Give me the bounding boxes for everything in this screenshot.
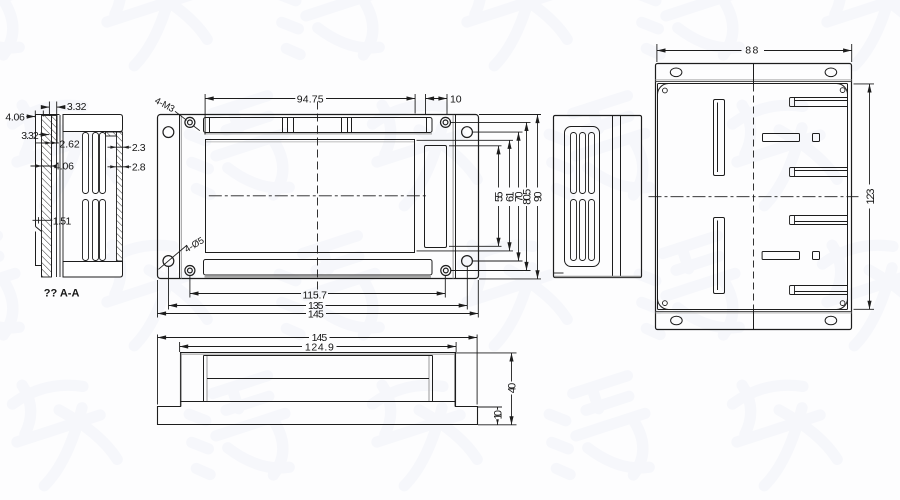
svg-text:94.75: 94.75 (297, 94, 324, 106)
svg-text:4.06: 4.06 (5, 111, 25, 123)
svg-text:70: 70 (514, 191, 526, 202)
svg-text:40: 40 (507, 383, 519, 394)
svg-text:145: 145 (312, 332, 328, 344)
svg-text:3.32: 3.32 (67, 101, 87, 113)
svg-text:4.06: 4.06 (54, 161, 74, 173)
svg-text:?? A-A: ?? A-A (44, 288, 80, 300)
svg-text:135: 135 (308, 300, 324, 312)
svg-text:90: 90 (533, 191, 545, 202)
svg-text:2.62: 2.62 (59, 139, 79, 151)
svg-text:2.3: 2.3 (132, 142, 146, 154)
svg-text:61: 61 (505, 191, 517, 202)
svg-text:115.7: 115.7 (303, 289, 328, 301)
svg-text:124.9: 124.9 (305, 342, 334, 354)
svg-text:55: 55 (494, 191, 506, 202)
svg-text:2.8: 2.8 (132, 161, 146, 173)
svg-text:10: 10 (450, 93, 462, 105)
svg-text:145: 145 (308, 308, 324, 320)
svg-text:1.51: 1.51 (53, 216, 72, 228)
svg-text:88: 88 (745, 45, 758, 57)
svg-text:10: 10 (493, 410, 505, 420)
svg-text:123: 123 (865, 189, 877, 205)
svg-text:3.32: 3.32 (21, 130, 39, 142)
svg-text:80.5: 80.5 (522, 189, 534, 205)
